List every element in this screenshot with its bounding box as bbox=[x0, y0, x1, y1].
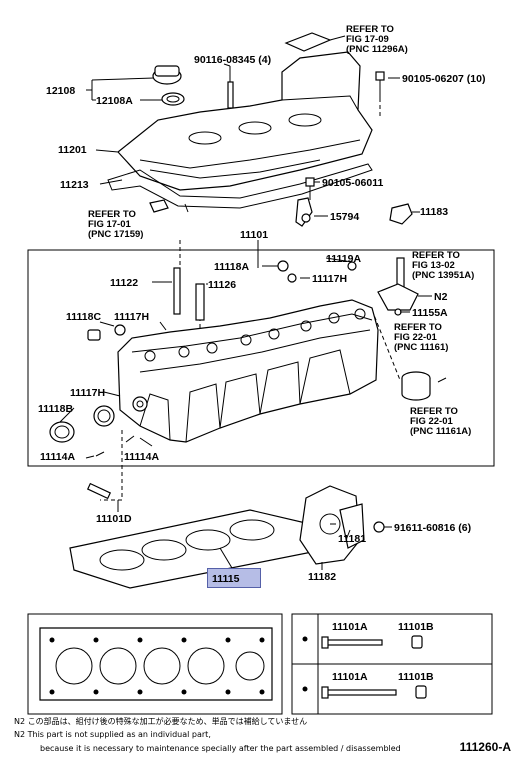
label-11114a-b: 11114A bbox=[124, 451, 159, 463]
svg-text:FIG 17-01: FIG 17-01 bbox=[88, 219, 131, 230]
label-11118a: 11118A bbox=[214, 261, 249, 273]
label-90105-06207: 90105-06207 (10) bbox=[402, 73, 485, 85]
valve-cover bbox=[117, 51, 373, 191]
plug-11118c bbox=[87, 329, 101, 341]
svg-text:FIG 17-09: FIG 17-09 bbox=[346, 34, 389, 45]
table-11101a-1: 11101A bbox=[332, 621, 368, 633]
bolt-11101a-2 bbox=[325, 689, 397, 696]
label-11122: 11122 bbox=[110, 277, 138, 289]
stud-bolt bbox=[227, 81, 234, 109]
svg-text:REFER TO: REFER TO bbox=[412, 250, 460, 261]
refer-fig-17-09[interactable]: REFER TO FIG 17-09 (PNC 11296A) bbox=[346, 24, 408, 55]
cap-n2 bbox=[377, 283, 419, 311]
svg-text:FIG 13-02: FIG 13-02 bbox=[412, 260, 455, 271]
label-11181: 11181 bbox=[338, 533, 366, 545]
label-15794: 15794 bbox=[330, 211, 359, 223]
label-11118c: 11118C bbox=[66, 311, 101, 323]
label-n2: N2 bbox=[434, 291, 448, 303]
cover-11182 bbox=[299, 485, 361, 565]
label-11126: 11126 bbox=[208, 279, 236, 291]
svg-text:REFER TO: REFER TO bbox=[88, 209, 136, 220]
note-n2-japanese: N2 この部品は、組付け後の特殊な加工が必要なため、単品では補給していません bbox=[14, 717, 308, 726]
guide-11126 bbox=[195, 283, 205, 321]
label-12108: 12108 bbox=[46, 85, 75, 97]
cap-gasket bbox=[161, 92, 185, 106]
refer-fig-22-01-a[interactable]: REFER TO FIG 22-01 (PNC 11161) bbox=[394, 322, 448, 353]
bracket-11183 bbox=[389, 203, 413, 225]
label-11101: 11101 bbox=[240, 229, 268, 241]
table-11101a-2: 11101A bbox=[332, 671, 368, 683]
label-11118b: 11118B bbox=[38, 403, 73, 415]
note-n2-english: N2 This part is not supplied as an indiv… bbox=[14, 730, 211, 739]
label-11182: 11182 bbox=[308, 571, 336, 583]
guide-11122 bbox=[173, 267, 181, 315]
note-n2-english-cont: because it is necessary to maintenance s… bbox=[40, 744, 401, 753]
svg-text:REFER TO: REFER TO bbox=[346, 24, 394, 35]
label-11183: 11183 bbox=[420, 206, 448, 218]
label-11213: 11213 bbox=[60, 179, 89, 191]
svg-text:REFER TO: REFER TO bbox=[394, 322, 442, 333]
label-11101d: 11101D bbox=[96, 513, 132, 525]
label-11117h-b: 11117H bbox=[114, 311, 149, 323]
label-11155a: 11155A bbox=[412, 307, 448, 319]
svg-text:(PNC 13951A): (PNC 13951A) bbox=[412, 270, 474, 281]
bolt-11101a-1 bbox=[325, 639, 383, 646]
svg-text:(PNC 17159): (PNC 17159) bbox=[88, 229, 143, 240]
cover-gasket bbox=[107, 163, 373, 209]
refer-fig-22-01-b[interactable]: REFER TO FIG 22-01 (PNC 11161A) bbox=[410, 406, 471, 437]
part-11115-highlight[interactable] bbox=[207, 568, 261, 588]
label-12108a: 12108A bbox=[96, 95, 133, 107]
svg-text:FIG 22-01: FIG 22-01 bbox=[410, 416, 453, 427]
label-11114a-a: 11114A bbox=[40, 451, 75, 463]
bolt-11101b-1 bbox=[411, 635, 423, 649]
cover-plate bbox=[284, 32, 332, 52]
refer-fig-17-01[interactable]: REFER TO FIG 17-01 (PNC 17159) bbox=[88, 209, 143, 240]
svg-text:REFER TO: REFER TO bbox=[410, 406, 458, 417]
plug-11118b bbox=[49, 421, 75, 443]
svg-text:(PNC 11296A): (PNC 11296A) bbox=[346, 44, 408, 55]
svg-text:(PNC 11161A): (PNC 11161A) bbox=[410, 426, 471, 437]
label-90105-06011: 90105-06011 bbox=[322, 177, 383, 189]
table-11101b-2: 11101B bbox=[398, 671, 434, 683]
head-outline-box bbox=[27, 613, 283, 715]
label-11117h-a: 11117H bbox=[312, 273, 347, 285]
assembly-box bbox=[27, 249, 495, 467]
stud-11101d bbox=[86, 482, 112, 500]
label-11117h-c: 11117H bbox=[70, 387, 105, 399]
label-90116-08345: 90116-08345 (4) bbox=[194, 54, 271, 66]
label-11201: 11201 bbox=[58, 144, 87, 156]
bolt-11101b-2 bbox=[415, 685, 427, 699]
cylinder-head bbox=[117, 299, 379, 443]
svg-text:FIG 22-01: FIG 22-01 bbox=[394, 332, 437, 343]
label-91611-60816: 91611-60816 (6) bbox=[394, 522, 471, 534]
label-11119a: 11119A bbox=[326, 253, 361, 265]
svg-text:(PNC 11161): (PNC 11161) bbox=[394, 342, 448, 353]
figure-number: 111260-A bbox=[459, 740, 511, 754]
table-11101b-1: 11101B bbox=[398, 621, 434, 633]
cover-bolt bbox=[375, 71, 385, 81]
refer-fig-13-02[interactable]: REFER TO FIG 13-02 (PNC 13951A) bbox=[412, 250, 474, 281]
seal-11117h bbox=[93, 405, 115, 427]
